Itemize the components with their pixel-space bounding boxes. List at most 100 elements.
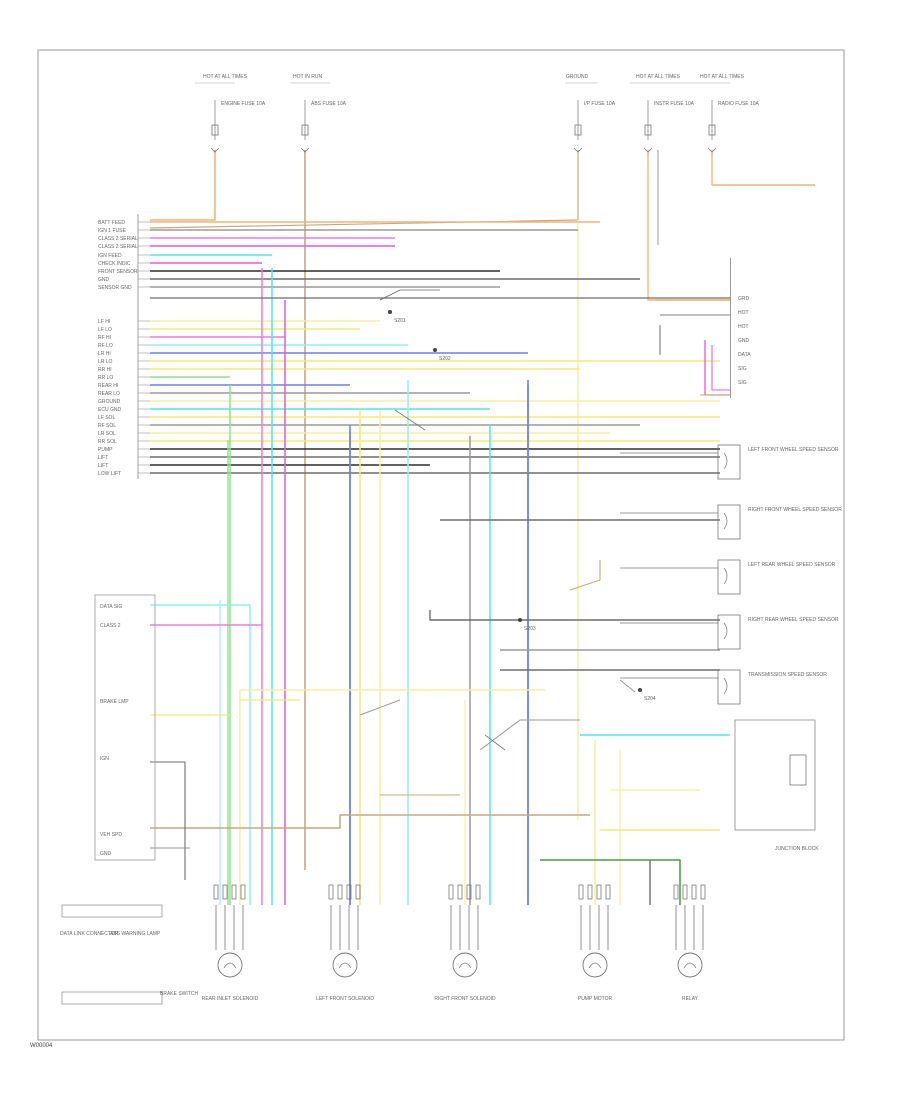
top-connector-label: HOT IN RUN [293, 74, 322, 80]
pin-label: RF LO [98, 343, 113, 349]
fuse-label: INSTR FUSE 10A [654, 101, 695, 107]
pin-label: REAR LO [98, 391, 120, 397]
right-pin-label: HOT [738, 324, 749, 330]
terminal-symbol [475, 884, 481, 900]
connector-symbol [707, 147, 717, 153]
solenoid-group [448, 884, 481, 978]
module-pin-label: GND [100, 851, 112, 857]
footer-code: W00004 [30, 1043, 53, 1049]
right-bottom-module [734, 719, 816, 831]
splice-label: S204 [644, 696, 656, 702]
terminal-symbol [691, 884, 697, 900]
terminal-symbol [466, 884, 472, 900]
pin-label: LOW LIFT [98, 471, 121, 477]
pin-label: SENSOR GND [98, 285, 132, 291]
splice-point [388, 310, 392, 314]
fuse-label: ABS FUSE 10A [311, 101, 347, 107]
wire-veh-spd [150, 814, 590, 829]
fuse-symbol [211, 124, 219, 136]
wheel-speed-sensor [717, 559, 741, 595]
sensor-label: RIGHT REAR WHEEL SPEED SENSOR [748, 617, 839, 623]
right-pin-label: HOT [738, 310, 749, 316]
right-pin-label: GND [738, 338, 750, 344]
terminal-symbol [682, 884, 688, 900]
solenoid-coil [683, 962, 697, 969]
pin-label: RF HI [98, 335, 111, 341]
solenoid-symbol [332, 952, 358, 978]
sensor-coil [723, 512, 728, 530]
diagram-frame [37, 49, 845, 1041]
bottom-left-label: BRAKE SWITCH [160, 991, 198, 997]
wire-harness [429, 610, 720, 621]
splice-label: S202 [439, 356, 451, 362]
bottom-component-label: PUMP MOTOR [578, 996, 613, 1002]
solenoid-group [213, 884, 246, 978]
terminal-symbol [457, 884, 463, 900]
pin-label: CHECK INDIC [98, 261, 131, 267]
pin-label: LF LO [98, 327, 112, 333]
pin-label: RF SOL [98, 423, 116, 429]
pin-label: PUMP [98, 447, 113, 453]
splice-point [638, 688, 642, 692]
wire-right-run [704, 340, 730, 396]
splice-point [518, 618, 522, 622]
top-connector-label: HOT AT ALL TIMES [203, 74, 248, 80]
sensor-label: LEFT FRONT WHEEL SPEED SENSOR [748, 447, 839, 453]
pin-label: LR LO [98, 359, 113, 365]
pin-label: CLASS 2 SERIAL [98, 236, 138, 242]
pin-label: LR HI [98, 351, 111, 357]
solenoid-coil [458, 962, 472, 969]
solenoid-symbol [582, 952, 608, 978]
terminal-symbol [240, 884, 246, 900]
terminal-symbol [448, 884, 454, 900]
fuse-symbol [574, 124, 582, 136]
splice-point [433, 348, 437, 352]
right-pin-label: DATA [738, 352, 751, 358]
pin-label: LIFT [98, 455, 108, 461]
wheel-speed-sensor [717, 504, 741, 540]
solenoid-coil [338, 962, 352, 969]
pin-label: GROUND [98, 399, 121, 405]
pin-label: RR HI [98, 367, 112, 373]
module-pin-label: IGN [100, 756, 109, 762]
fuse-symbol [301, 124, 309, 136]
fuse-label: I/P FUSE 10A [584, 101, 616, 107]
relay-contact [394, 409, 426, 431]
sensor-coil [723, 622, 728, 640]
sensor-coil [723, 677, 728, 695]
terminal-symbol [700, 884, 706, 900]
connector-symbol [300, 147, 310, 153]
wire-data-signal [150, 604, 251, 905]
fuse-symbol [708, 124, 716, 136]
wire-harness [569, 560, 601, 591]
control-module [94, 594, 156, 861]
pin-label: LR SOL [98, 431, 116, 437]
top-connector-label: HOT AT ALL TIMES [700, 74, 745, 80]
bottom-left-label: DATA LINK CONNECTOR [60, 931, 119, 937]
wheel-speed-sensor [717, 444, 741, 480]
pin-label: IGN 1 FUSE [98, 228, 126, 234]
pin-label: BATT FEED [98, 220, 125, 226]
terminal-symbol [346, 884, 352, 900]
solenoid-coil [223, 962, 237, 969]
module-plug [789, 754, 807, 786]
sensor-coil [723, 452, 728, 470]
relay-contact [619, 679, 636, 693]
data-link-connector [61, 904, 163, 918]
pin-label: FRONT SENSOR [98, 269, 138, 275]
wire-batt-feed [150, 150, 216, 221]
right-pin-label: SIG [738, 380, 747, 386]
module-pin-label: CLASS 2 [100, 623, 121, 629]
pin-label: REAR HI [98, 383, 118, 389]
brake-switch [61, 991, 163, 1005]
pin-label: IGN FEED [98, 253, 122, 259]
terminal-symbol [231, 884, 237, 900]
wire-layer [149, 150, 815, 905]
right-pin-label: GRD [738, 296, 750, 302]
right-pin-label: SIG [738, 366, 747, 372]
pin-label: CLASS 2 SERIAL [98, 244, 138, 250]
bottom-component-label: LEFT FRONT SOLENOID [316, 996, 374, 1002]
terminal-symbol [605, 884, 611, 900]
wheel-speed-sensor [717, 669, 741, 705]
